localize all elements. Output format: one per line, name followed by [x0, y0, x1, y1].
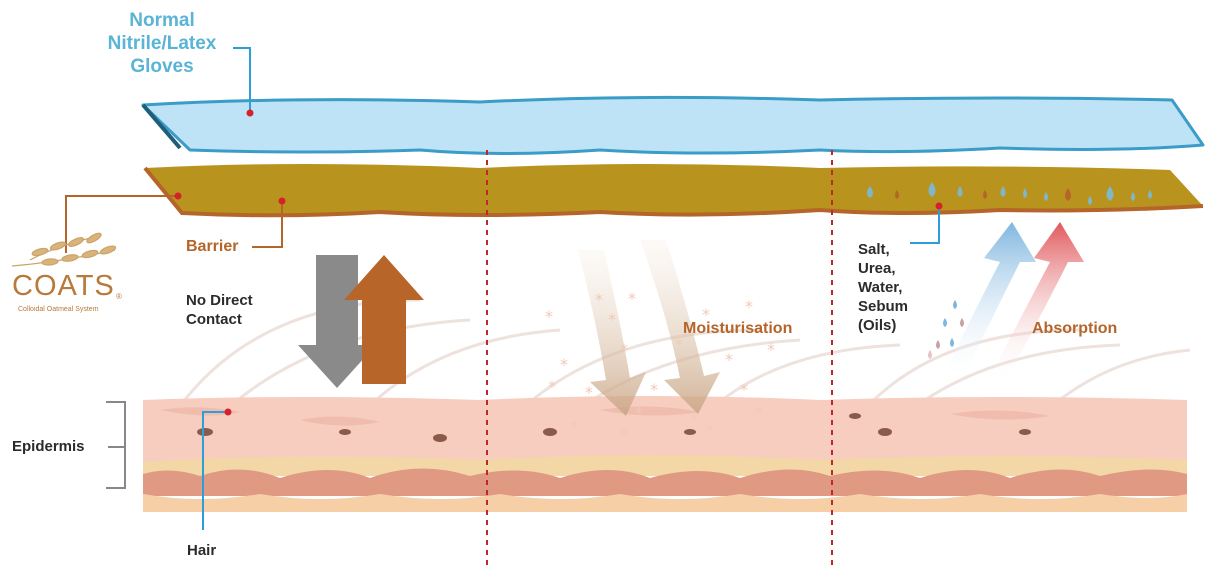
svg-text:*: * — [702, 305, 710, 324]
barrier-edge — [143, 166, 1204, 218]
hair-follicles — [197, 413, 1031, 442]
glove-edge — [141, 103, 182, 150]
substance-urea: Urea, — [858, 260, 896, 277]
absorption-arrow-blue — [940, 222, 1036, 384]
gloves-label-line-2: Nitrile/Latex — [107, 33, 217, 54]
gloves-label: Normal Nitrile/Latex Gloves — [96, 9, 228, 78]
leader-lines — [65, 47, 940, 530]
svg-text:*: * — [690, 410, 698, 429]
no-contact-line-1: No Direct — [186, 292, 253, 309]
substance-sebum: Sebum — [858, 298, 909, 315]
moisturisation-label: Moisturisation — [683, 320, 793, 337]
svg-text:*: * — [628, 289, 636, 308]
svg-text:*: * — [740, 380, 748, 399]
svg-text:*: * — [595, 290, 603, 309]
no-contact-label: No Direct Contact — [186, 291, 253, 329]
absorption-label: Absorption — [1032, 320, 1118, 337]
absorption-arrow-red — [986, 222, 1084, 384]
substance-oils: (Oils) — [858, 317, 897, 334]
svg-text:*: * — [570, 417, 578, 436]
moisturisation-arrow-1 — [578, 250, 646, 416]
moisture-particles: *** *** *** *** *** *** *** — [545, 289, 775, 444]
svg-text:*: * — [650, 380, 658, 399]
substance-salt: Salt, — [858, 241, 890, 258]
skin-pores — [160, 406, 1050, 426]
svg-text:*: * — [620, 340, 628, 359]
svg-text:*: * — [745, 297, 753, 316]
up-arrow — [344, 255, 424, 384]
svg-text:*: * — [635, 403, 643, 422]
svg-text:*: * — [608, 310, 616, 329]
svg-text:*: * — [767, 340, 775, 359]
hypodermis-layer — [143, 494, 1187, 512]
svg-text:*: * — [706, 421, 714, 440]
logo-tagline: Colloidal Oatmeal System — [18, 306, 99, 313]
substance-water: Water, — [858, 279, 903, 296]
substances-label: Salt, Urea, Water, Sebum (Oils) — [858, 240, 908, 335]
oat-logo-icon — [11, 232, 117, 267]
svg-text:*: * — [620, 425, 628, 444]
svg-text:*: * — [545, 307, 553, 326]
droplets — [867, 182, 1152, 205]
logo-registered: ® — [116, 292, 122, 301]
svg-text:*: * — [755, 403, 763, 422]
barrier-label: Barrier — [186, 238, 239, 255]
leader-dots — [174, 109, 943, 416]
no-contact-line-2: Contact — [186, 311, 242, 328]
glove-layer — [141, 95, 1205, 155]
gloves-label-line-3: Gloves — [130, 56, 194, 77]
svg-text:*: * — [725, 350, 733, 369]
logo-name: COATS — [12, 270, 115, 302]
dermis-layer — [143, 468, 1187, 496]
hair-label: Hair — [187, 542, 217, 559]
barrier-layer — [145, 164, 1203, 216]
moisturisation-arrow-2 — [640, 240, 720, 414]
epidermis-layer — [143, 396, 1187, 470]
svg-text:*: * — [675, 335, 683, 354]
epidermis-label: Epidermis — [12, 438, 85, 455]
svg-text:*: * — [585, 383, 593, 402]
absorbed-droplets — [928, 300, 964, 359]
gloves-label-line-1: Normal — [129, 10, 195, 31]
svg-text:*: * — [560, 355, 568, 374]
svg-text:*: * — [548, 377, 556, 396]
